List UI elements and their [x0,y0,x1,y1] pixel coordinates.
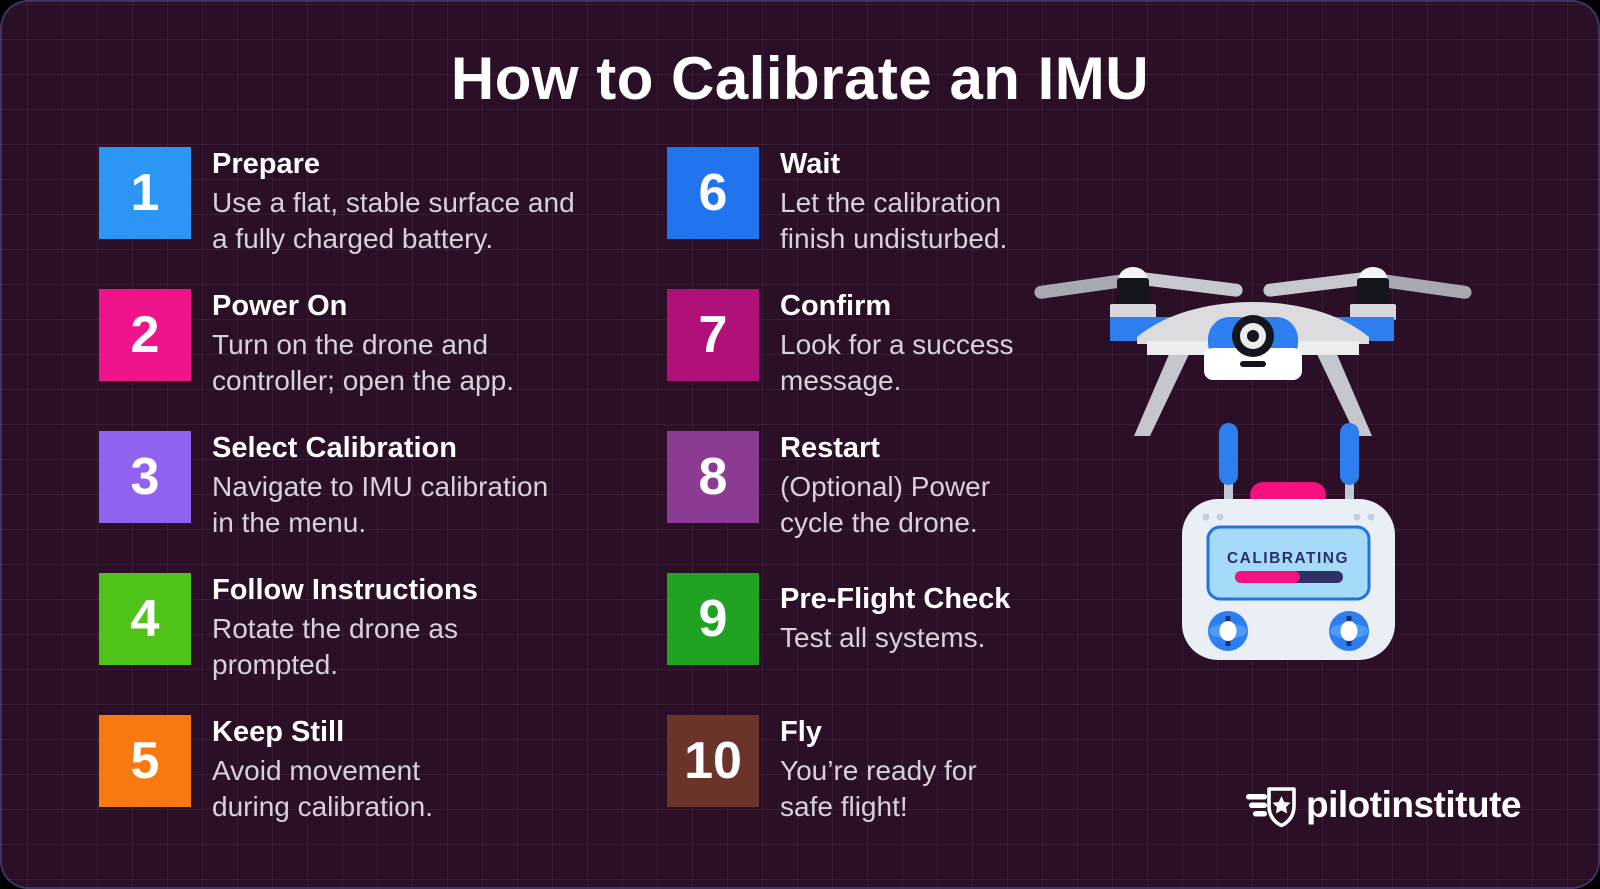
step-description: Let the calibration finish undisturbed. [780,186,1008,254]
step-number-badge: 9 [667,573,759,665]
controller-right-joystick-icon [1329,611,1369,651]
step-title: Follow Instructions [212,574,478,606]
step-number-badge: 1 [99,147,191,239]
step-text: Wait Let the calibration finish undistur… [780,147,1080,256]
step-description: You’re ready for safe flight! [780,754,977,822]
calibration-progress-bar [1235,571,1343,583]
step-number-badge: 3 [99,431,191,523]
step-item-8: 8 Restart (Optional) Power cycle the dro… [667,431,1080,538]
step-description: Test all systems. [780,621,986,653]
step-number: 4 [130,590,160,648]
step-item-3: 3 Select Calibration Navigate to IMU cal… [99,431,632,538]
drone-camera-icon [1204,315,1302,380]
step-text: Power On Turn on the drone and controlle… [212,289,632,398]
controller-left-joystick-icon [1208,611,1248,651]
drone-and-controller-illustration: CALIBRATING [1034,267,1472,660]
steps-column-left: 1 Prepare Use a flat, stable surface and… [99,147,632,857]
step-number-badge: 8 [667,431,759,523]
step-number: 3 [130,448,160,506]
step-text: Restart (Optional) Power cycle the drone… [780,431,1080,540]
step-description: Turn on the drone and controller; open t… [212,328,514,396]
step-text: Fly You’re ready for safe flight! [780,715,1080,824]
drone-motors-icon [1110,267,1396,320]
winged-shield-star-icon [1246,787,1296,828]
step-description: Navigate to IMU calibration in the menu. [212,470,549,538]
logo-wordmark: pilotinstitute [1306,784,1521,825]
step-text: Pre-Flight Check Test all systems. [780,573,1080,665]
page-title: How to Calibrate an IMU [450,45,1150,112]
step-description: Use a flat, stable surface and a fully c… [212,186,575,254]
step-text: Keep Still Avoid movement during calibra… [212,715,632,824]
step-item-6: 6 Wait Let the calibration finish undist… [667,147,1080,254]
drone-propellers-icon [1034,272,1472,299]
step-item-9: 9 Pre-Flight Check Test all systems. [667,573,1080,665]
step-text: Confirm Look for a success message. [780,289,1080,398]
step-title: Confirm [780,290,892,322]
step-title: Keep Still [212,716,345,748]
steps-column-right: 6 Wait Let the calibration finish undist… [667,147,1080,857]
step-item-1: 1 Prepare Use a flat, stable surface and… [99,147,632,254]
step-title: Select Calibration [212,432,457,464]
step-title: Pre-Flight Check [780,583,1011,616]
step-number-badge: 10 [667,715,759,807]
step-number: 9 [698,590,728,648]
step-item-10: 10 Fly You’re ready for safe flight! [667,715,1080,822]
step-title: Wait [780,148,841,180]
step-number-badge: 2 [99,289,191,381]
step-number: 5 [130,732,160,790]
step-item-2: 2 Power On Turn on the drone and control… [99,289,632,396]
step-number-badge: 5 [99,715,191,807]
step-text: Prepare Use a flat, stable surface and a… [212,147,632,256]
controller-indicator-dots-icon [1202,513,1375,521]
step-item-5: 5 Keep Still Avoid movement during calib… [99,715,632,822]
step-item-7: 7 Confirm Look for a success message. [667,289,1080,396]
step-number: 2 [130,306,160,364]
step-number: 7 [698,306,728,364]
step-number-badge: 4 [99,573,191,665]
step-description: Look for a success message. [780,328,1014,396]
step-description: Rotate the drone as prompted. [212,612,458,680]
step-title: Restart [780,432,880,464]
step-number-badge: 6 [667,147,759,239]
step-text: Select Calibration Navigate to IMU calib… [212,431,632,540]
step-title: Prepare [212,148,321,180]
step-number: 10 [684,732,742,790]
step-number: 6 [698,164,728,222]
step-text: Follow Instructions Rotate the drone as … [212,573,632,682]
step-item-4: 4 Follow Instructions Rotate the drone a… [99,573,632,680]
step-description: Avoid movement during calibration. [212,754,434,822]
pilot-institute-logo: pilotinstitute [1245,778,1521,832]
controller-antennas-icon [1219,423,1359,502]
drone-legs-icon [1134,352,1372,436]
step-number: 1 [130,164,160,222]
step-number: 8 [698,448,728,506]
step-title: Power On [212,290,348,322]
controller-screen-status: CALIBRATING [1227,550,1349,567]
step-description: (Optional) Power cycle the drone. [780,470,991,538]
step-number-badge: 7 [667,289,759,381]
step-title: Fly [780,716,822,748]
